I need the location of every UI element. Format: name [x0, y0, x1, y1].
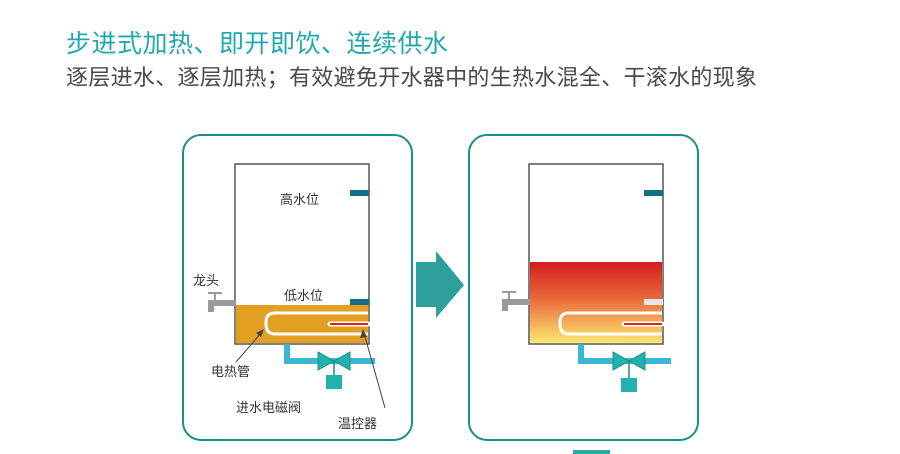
- thermostat-label: 温控器: [338, 417, 377, 432]
- low-level-marker: [350, 299, 369, 305]
- page-subtitle: 逐层进水、逐层加热；有效避免开水器中的生热水混全、干滚水的现象: [66, 66, 758, 91]
- heating-tube: [264, 311, 368, 336]
- faucet-icon: [502, 291, 530, 311]
- inlet-valve-label: 进水电磁阀: [236, 401, 301, 416]
- bottom-accent-bar: [573, 450, 610, 454]
- transition-arrow-icon: [416, 251, 464, 318]
- low-water-level-label: 低水位: [284, 289, 323, 304]
- high-level-marker: [350, 190, 369, 196]
- high-level-marker: [644, 190, 663, 196]
- hot-water-body: [530, 262, 662, 343]
- solenoid-valve-icon: [317, 351, 351, 389]
- before-panel: 高水位 低水位 龙头 电热管 进水电磁阀 温控器: [182, 134, 413, 441]
- faucet-label: 龙头: [193, 274, 219, 289]
- after-panel: [468, 134, 699, 441]
- thermostat-pointer: [363, 332, 386, 409]
- heating-tube-pointer: [235, 331, 263, 363]
- page-title: 步进式加热、即开即饮、连续供水: [66, 29, 449, 58]
- solenoid-valve-icon: [612, 351, 646, 392]
- heating-tube: [558, 311, 662, 336]
- heating-tube-label: 电热管: [211, 365, 250, 380]
- faucet-icon: [208, 292, 236, 312]
- high-water-level-label: 高水位: [280, 192, 319, 208]
- low-level-marker: [644, 299, 663, 305]
